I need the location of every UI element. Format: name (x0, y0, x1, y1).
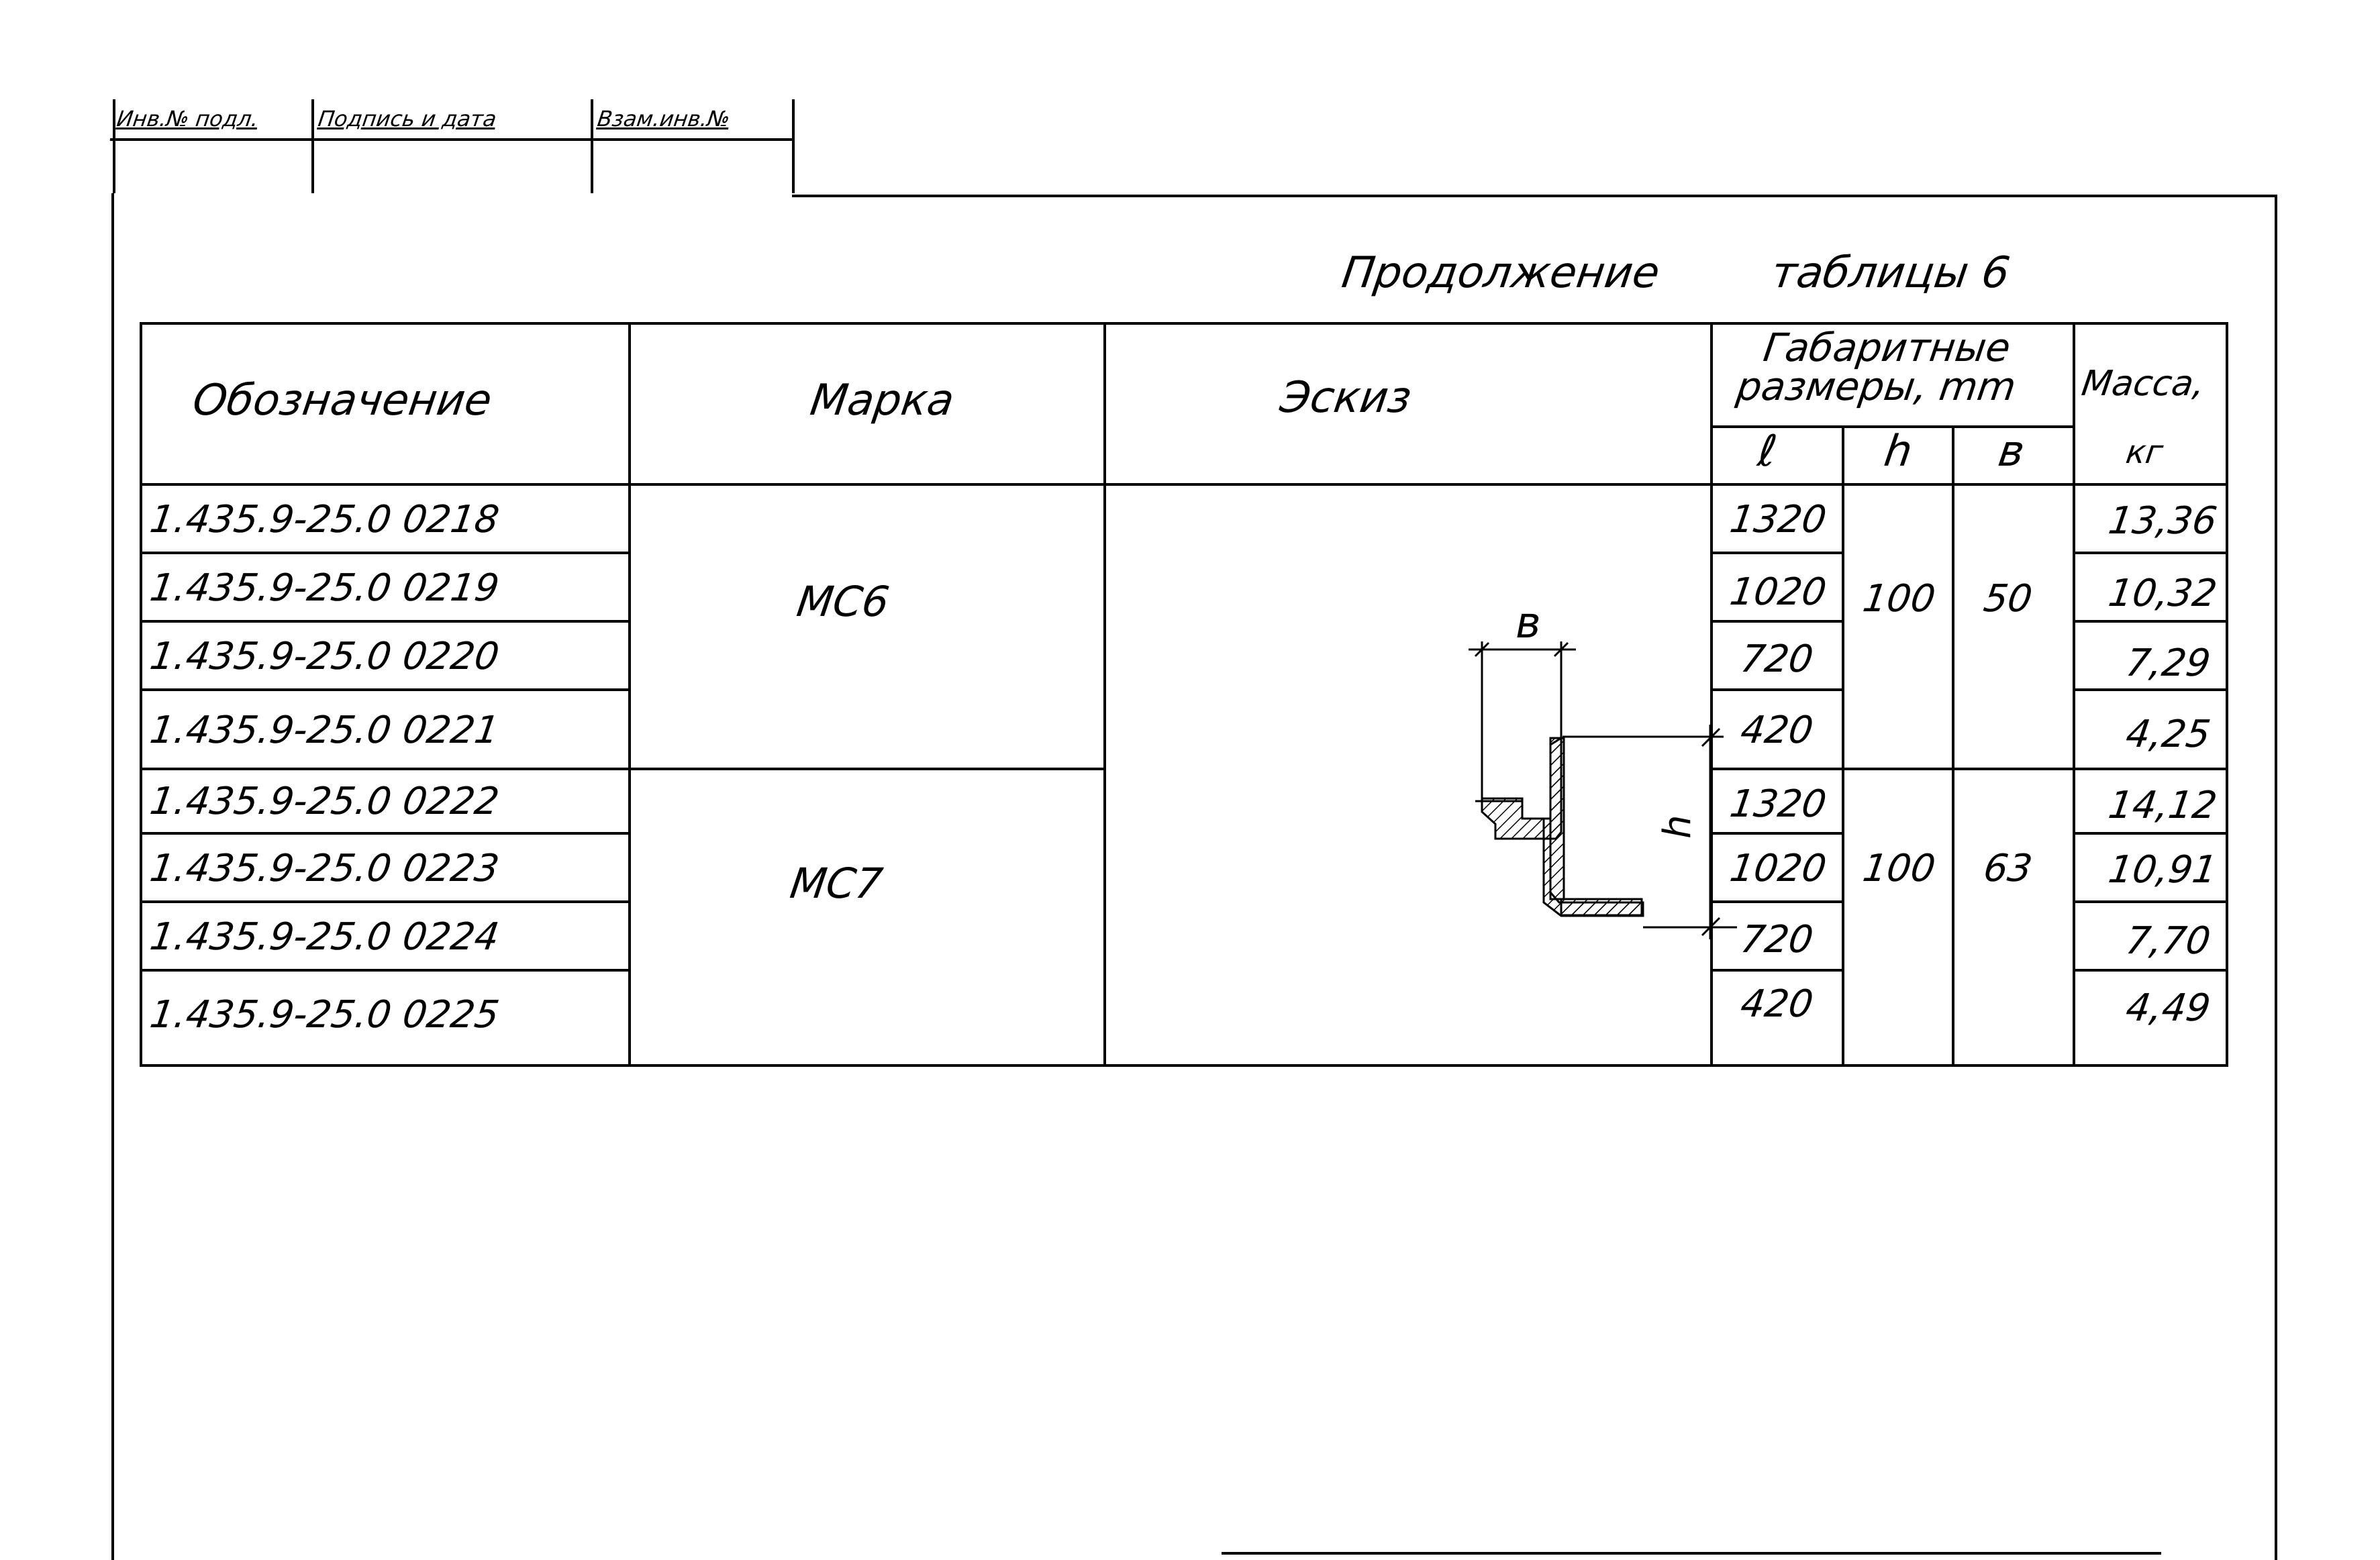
height-cell: 100 (1860, 577, 1938, 621)
table-border (140, 322, 142, 1067)
table-border (140, 322, 2228, 325)
frame-left-border (111, 193, 114, 1560)
designation-cell: 1.435.9-25.0 0221 (147, 709, 502, 752)
designation-cell: 1.435.9-25.0 0218 (147, 498, 502, 541)
group-divider (1710, 768, 2075, 770)
stamp-divider (113, 99, 115, 193)
stamp-divider (792, 99, 795, 193)
designation-cell: 1.435.9-25.0 0224 (147, 915, 502, 959)
row-divider (1710, 900, 1844, 903)
table-border (2226, 322, 2228, 1067)
header-divider (140, 483, 2228, 486)
header-mark: Марка (807, 376, 958, 425)
mass-cell: 10,91 (2105, 848, 2220, 892)
width-cell: 63 (1981, 847, 2035, 890)
header-height: h (1881, 427, 1916, 476)
mass-cell: 14,12 (2105, 784, 2220, 827)
row-divider (2073, 969, 2228, 972)
designation-cell: 1.435.9-25.0 0225 (147, 993, 502, 1037)
column-divider (2073, 322, 2075, 1067)
header-designation: Обозначение (189, 376, 495, 425)
length-cell: 420 (1738, 982, 1816, 1026)
header-mass: Масса, (2079, 364, 2208, 404)
header-dimensions-units: размеры, mm (1734, 364, 2019, 409)
row-divider (2073, 832, 2228, 835)
row-divider (2073, 900, 2228, 903)
frame-top-border (792, 195, 2277, 197)
mass-cell: 7,70 (2123, 919, 2214, 963)
header-width: в (1995, 427, 2028, 476)
header-sketch: Эскиз (1277, 373, 1415, 423)
mark-cell: МС7 (787, 859, 886, 908)
row-divider (2073, 620, 2228, 623)
row-divider (2073, 688, 2228, 691)
mass-cell: 10,32 (2105, 572, 2220, 615)
stamp-divider (591, 99, 593, 193)
stamp-inv-no: Инв.№ подл. (109, 99, 321, 141)
designation-cell: 1.435.9-25.0 0222 (147, 780, 502, 823)
frame-right-border (2275, 195, 2277, 1560)
mark-cell: МС6 (793, 577, 893, 626)
frame-bottom-border (1222, 1552, 2161, 1555)
length-cell: 1320 (1727, 498, 1830, 541)
height-cell: 100 (1860, 847, 1938, 890)
designation-cell: 1.435.9-25.0 0223 (147, 847, 502, 890)
mass-cell: 4,49 (2123, 986, 2214, 1030)
header-mass-unit: кг (2124, 433, 2166, 471)
header-length: ℓ (1754, 427, 1780, 476)
stamp-replace-inv: Взам.инв.№ (590, 99, 799, 141)
column-divider (1710, 322, 1713, 1067)
row-divider (1710, 969, 1844, 972)
sketch-label-h: h (1656, 815, 1699, 839)
row-divider (1710, 688, 1844, 691)
mass-cell: 4,25 (2123, 713, 2214, 756)
column-divider (1103, 322, 1106, 1067)
row-divider (140, 969, 631, 972)
row-divider (140, 620, 631, 623)
column-divider (628, 322, 631, 1067)
profile-sketch: в h (1469, 599, 1737, 939)
table-reference: таблицы 6 (1768, 248, 2013, 298)
group-divider (140, 768, 1106, 770)
row-divider (1710, 552, 1844, 554)
title-stamp: Инв.№ подл. Подпись и дата Взам.инв.№ (109, 99, 799, 193)
column-divider (1842, 425, 1844, 1067)
row-divider (140, 832, 631, 835)
row-divider (1710, 620, 1844, 623)
sketch-label-b: в (1516, 599, 1541, 648)
stamp-signature-date: Подпись и дата (311, 99, 598, 141)
row-divider (2073, 552, 2228, 554)
mass-cell: 13,36 (2105, 499, 2220, 543)
row-divider (140, 688, 631, 691)
row-divider (140, 900, 631, 903)
mass-cell: 7,29 (2123, 641, 2214, 685)
table-border (140, 1064, 2228, 1067)
designation-cell: 1.435.9-25.0 0219 (147, 566, 502, 610)
stamp-divider (311, 99, 314, 193)
specification-table: Обозначение Марка Эскиз Габаритные разме… (140, 322, 2228, 1067)
row-divider (2073, 768, 2228, 770)
dimensions-subheader-divider (1710, 425, 2075, 428)
continuation-label: Продолжение (1338, 248, 1663, 298)
column-divider (1952, 425, 1954, 1067)
row-divider (140, 552, 631, 554)
width-cell: 50 (1981, 577, 2035, 621)
designation-cell: 1.435.9-25.0 0220 (147, 635, 502, 678)
row-divider (1710, 832, 1844, 835)
